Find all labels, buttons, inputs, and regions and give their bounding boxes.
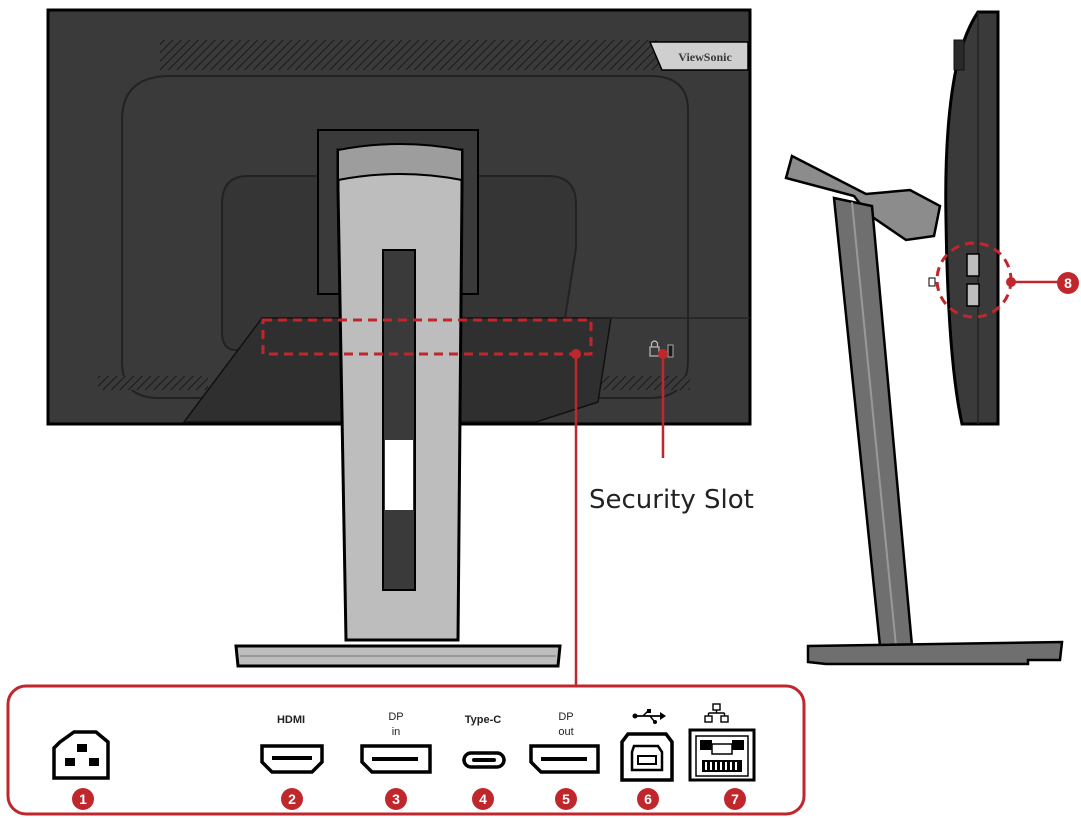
side-usb-port-1 <box>966 253 980 277</box>
svg-text:DP: DP <box>388 711 403 723</box>
bottom-vent-left <box>98 376 208 390</box>
number-badge-2 <box>281 788 303 810</box>
brand-logo: ViewSonic <box>678 50 732 64</box>
svg-text:3: 3 <box>392 791 400 807</box>
svg-text:5: 5 <box>562 791 570 807</box>
ethernet-port-icon <box>688 728 756 782</box>
security-slot <box>667 344 674 358</box>
number-badge-5 <box>555 788 577 810</box>
top-vent <box>160 40 660 70</box>
svg-text:8: 8 <box>1064 275 1072 291</box>
stand-neck-top <box>337 143 463 182</box>
usb-type-c-port-icon <box>462 751 506 769</box>
hdmi-logo: HDMI <box>277 714 305 726</box>
svg-text:DP: DP <box>558 711 573 723</box>
hdmi-port-icon <box>260 744 324 774</box>
number-badge-4 <box>472 788 494 810</box>
svg-text:6: 6 <box>644 791 652 807</box>
svg-text:4: 4 <box>479 791 487 807</box>
side-usb-port-2 <box>966 283 980 307</box>
number-badge-3 <box>385 788 407 810</box>
brand-plate <box>648 41 749 71</box>
svg-text:2: 2 <box>288 791 296 807</box>
io-ports-highlight <box>261 318 593 356</box>
port-panel: HDMI DP in Type-C DP out <box>6 684 806 816</box>
svg-text:HDMI: HDMI <box>277 714 305 726</box>
side-stand-base <box>806 640 1064 666</box>
svg-text:1: 1 <box>79 791 87 807</box>
number-badge-1 <box>72 788 94 810</box>
side-panel <box>944 10 1000 426</box>
number-badge-7 <box>724 788 746 810</box>
power-socket-icon <box>52 730 110 780</box>
number-badge-8 <box>1057 272 1079 294</box>
displayport-out-icon <box>529 744 600 774</box>
svg-text:7: 7 <box>731 791 739 807</box>
side-stand-arm <box>784 154 942 242</box>
svg-text:in: in <box>392 726 401 738</box>
number-badge-6 <box>637 788 659 810</box>
monitor-side-view: 8 <box>784 10 1079 666</box>
security-slot-label: Security Slot <box>589 485 754 515</box>
svg-text:out: out <box>558 726 573 738</box>
usb-symbol-icon <box>632 709 666 724</box>
svg-text:Type-C: Type-C <box>465 714 502 726</box>
cable-management-slot <box>382 249 416 591</box>
monitor-back-view: ViewSonic <box>46 8 752 686</box>
displayport-in-icon <box>360 744 432 774</box>
usb-type-b-port-icon <box>620 732 674 782</box>
network-symbol-icon <box>704 703 729 723</box>
